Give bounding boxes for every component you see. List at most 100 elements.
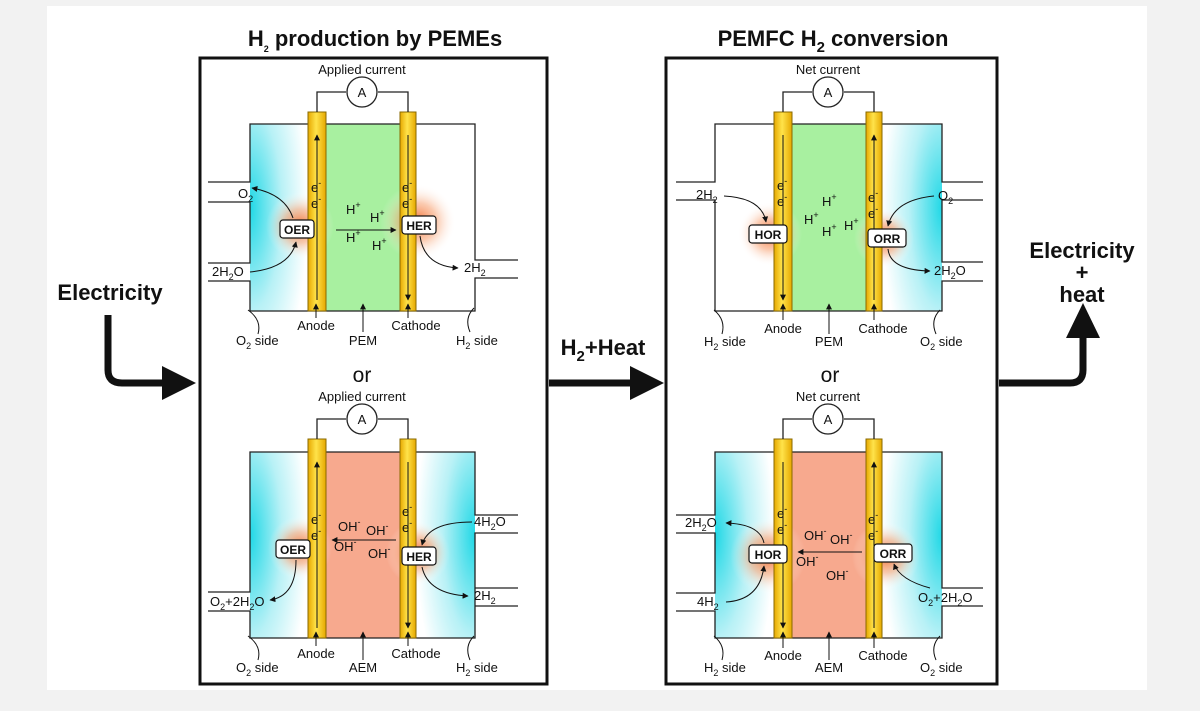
aem-electrolyzer-cell: A Applied current e- e- e- e- OH- OH- OH…: [208, 389, 518, 678]
o2-side-pointer: [247, 309, 260, 335]
o2-side-pointer: [247, 635, 260, 661]
pem-fuel-cell: A Net current e- e- e- e- H+ H+ H+ H+ HO…: [676, 62, 983, 352]
net-current-label: Net current: [796, 389, 861, 404]
electron-label: e-: [868, 204, 878, 221]
or-label-left: or: [353, 364, 372, 387]
pem-label: PEM: [349, 333, 377, 348]
electricity-heat-output-label: Electricity: [1029, 238, 1135, 263]
o2-in-label: O2: [938, 188, 953, 206]
hydroxide-label: OH-: [334, 537, 357, 554]
water-out-label: 2H2O: [685, 515, 717, 533]
electron-label: e-: [311, 194, 321, 211]
oer-box: [279, 219, 315, 239]
anode-label: Anode: [764, 321, 802, 336]
aem-fuel-cell: A Net current e- e- e- e- OH- OH- OH- OH…: [676, 389, 983, 678]
water-in-arrow: [249, 241, 298, 273]
aem-label: AEM: [349, 660, 377, 675]
anode-label: Anode: [297, 646, 335, 661]
h2-side-label: H2 side: [456, 333, 498, 351]
pem-membrane-area: [792, 124, 866, 311]
ammeter: [346, 76, 378, 108]
applied-current-label: Applied current: [318, 62, 406, 77]
oer-box: [275, 539, 311, 559]
h2-side-label: H2 side: [456, 660, 498, 678]
h2-side-label: H2 side: [704, 334, 746, 352]
o2-water-out-arrow: [269, 559, 297, 603]
hydroxide-label: OH-: [804, 526, 827, 543]
electron-label: e-: [777, 176, 787, 193]
electron-label: e-: [868, 188, 878, 205]
o2-in-arrow: [886, 195, 935, 227]
her-box: [401, 215, 437, 235]
h2-out-arrow: [421, 566, 469, 599]
proton-label: H+: [346, 228, 361, 245]
h2-side-pointer: [467, 635, 475, 661]
anode-label: Anode: [764, 648, 802, 663]
o2-side-label: O2 side: [236, 660, 279, 678]
o2-side-label: O2 side: [920, 334, 963, 352]
cathode-label: Cathode: [858, 321, 907, 336]
orr-label: ORR: [874, 232, 901, 246]
hydroxide-label: OH-: [366, 521, 389, 538]
electron-label: e-: [402, 518, 412, 535]
proton-label: H+: [804, 210, 819, 227]
oer-label: OER: [284, 223, 310, 237]
circuit-wire: [316, 91, 409, 112]
hor-label: HOR: [755, 548, 782, 562]
electricity-input-arrow: [104, 315, 165, 387]
her-label: HER: [406, 219, 432, 233]
h2-out-arrow: [419, 235, 459, 271]
proton-label: H+: [822, 222, 837, 239]
electricity-heat-output-plus: +: [1076, 260, 1089, 285]
ammeter: [346, 403, 378, 435]
ammeter-symbol: A: [824, 85, 833, 100]
h2-product-label: 2H2: [464, 260, 486, 278]
oer-label: OER: [280, 543, 306, 557]
electron-label: e-: [311, 510, 321, 527]
electron-label: e-: [777, 192, 787, 209]
o2-water-in-arrow: [893, 563, 931, 589]
electricity-input-arrowhead: [162, 366, 196, 400]
circuit-wire: [782, 91, 875, 112]
electricity-heat-output-heat: heat: [1059, 282, 1105, 307]
h2-in-arrow: [723, 195, 769, 223]
electron-label: e-: [777, 520, 787, 537]
ammeter-symbol: A: [358, 85, 367, 100]
ammeter: [812, 403, 844, 435]
water-in-arrow: [420, 521, 473, 546]
water-in-label: 2H2O: [212, 264, 244, 282]
left-title: H2 production by PEMEs: [248, 26, 502, 54]
electricity-heat-output-arrowhead: [1066, 303, 1100, 338]
circuit-wire: [782, 418, 875, 439]
cathode-label: Cathode: [858, 648, 907, 663]
aem-label: AEM: [815, 660, 843, 675]
o2-side-label: O2 side: [236, 333, 279, 351]
h2-side-pointer: [713, 309, 724, 335]
proton-label: H+: [372, 236, 387, 253]
o2-side-pointer: [933, 309, 941, 335]
water-out-arrow: [725, 520, 765, 544]
electron-label: e-: [402, 178, 412, 195]
circuit-wire: [316, 418, 409, 439]
pem-label: PEM: [815, 334, 843, 349]
h2-side-pointer: [713, 635, 724, 661]
net-current-label: Net current: [796, 62, 861, 77]
water-out-arrow: [887, 248, 931, 274]
her-label: HER: [406, 550, 432, 564]
orr-box: [867, 228, 907, 248]
proton-label: H+: [370, 208, 385, 225]
orr-label: ORR: [880, 547, 907, 561]
pem-electrolyzer-cell: A Applied current e- e- e- e- H+ H+ H+ H…: [208, 62, 518, 351]
cathode-label: Cathode: [391, 318, 440, 333]
applied-current-label: Applied current: [318, 389, 406, 404]
anode-label: Anode: [297, 318, 335, 333]
cathode-label: Cathode: [391, 646, 440, 661]
o2-out-arrow: [251, 186, 294, 219]
h2-product-label: 2H2: [474, 588, 496, 606]
o2-side-label: O2 side: [920, 660, 963, 678]
h2-in-label: 2H2: [696, 187, 718, 205]
h2-in-arrow: [725, 565, 767, 603]
left-frame: [198, 56, 549, 686]
h2-side-pointer: [467, 307, 475, 333]
